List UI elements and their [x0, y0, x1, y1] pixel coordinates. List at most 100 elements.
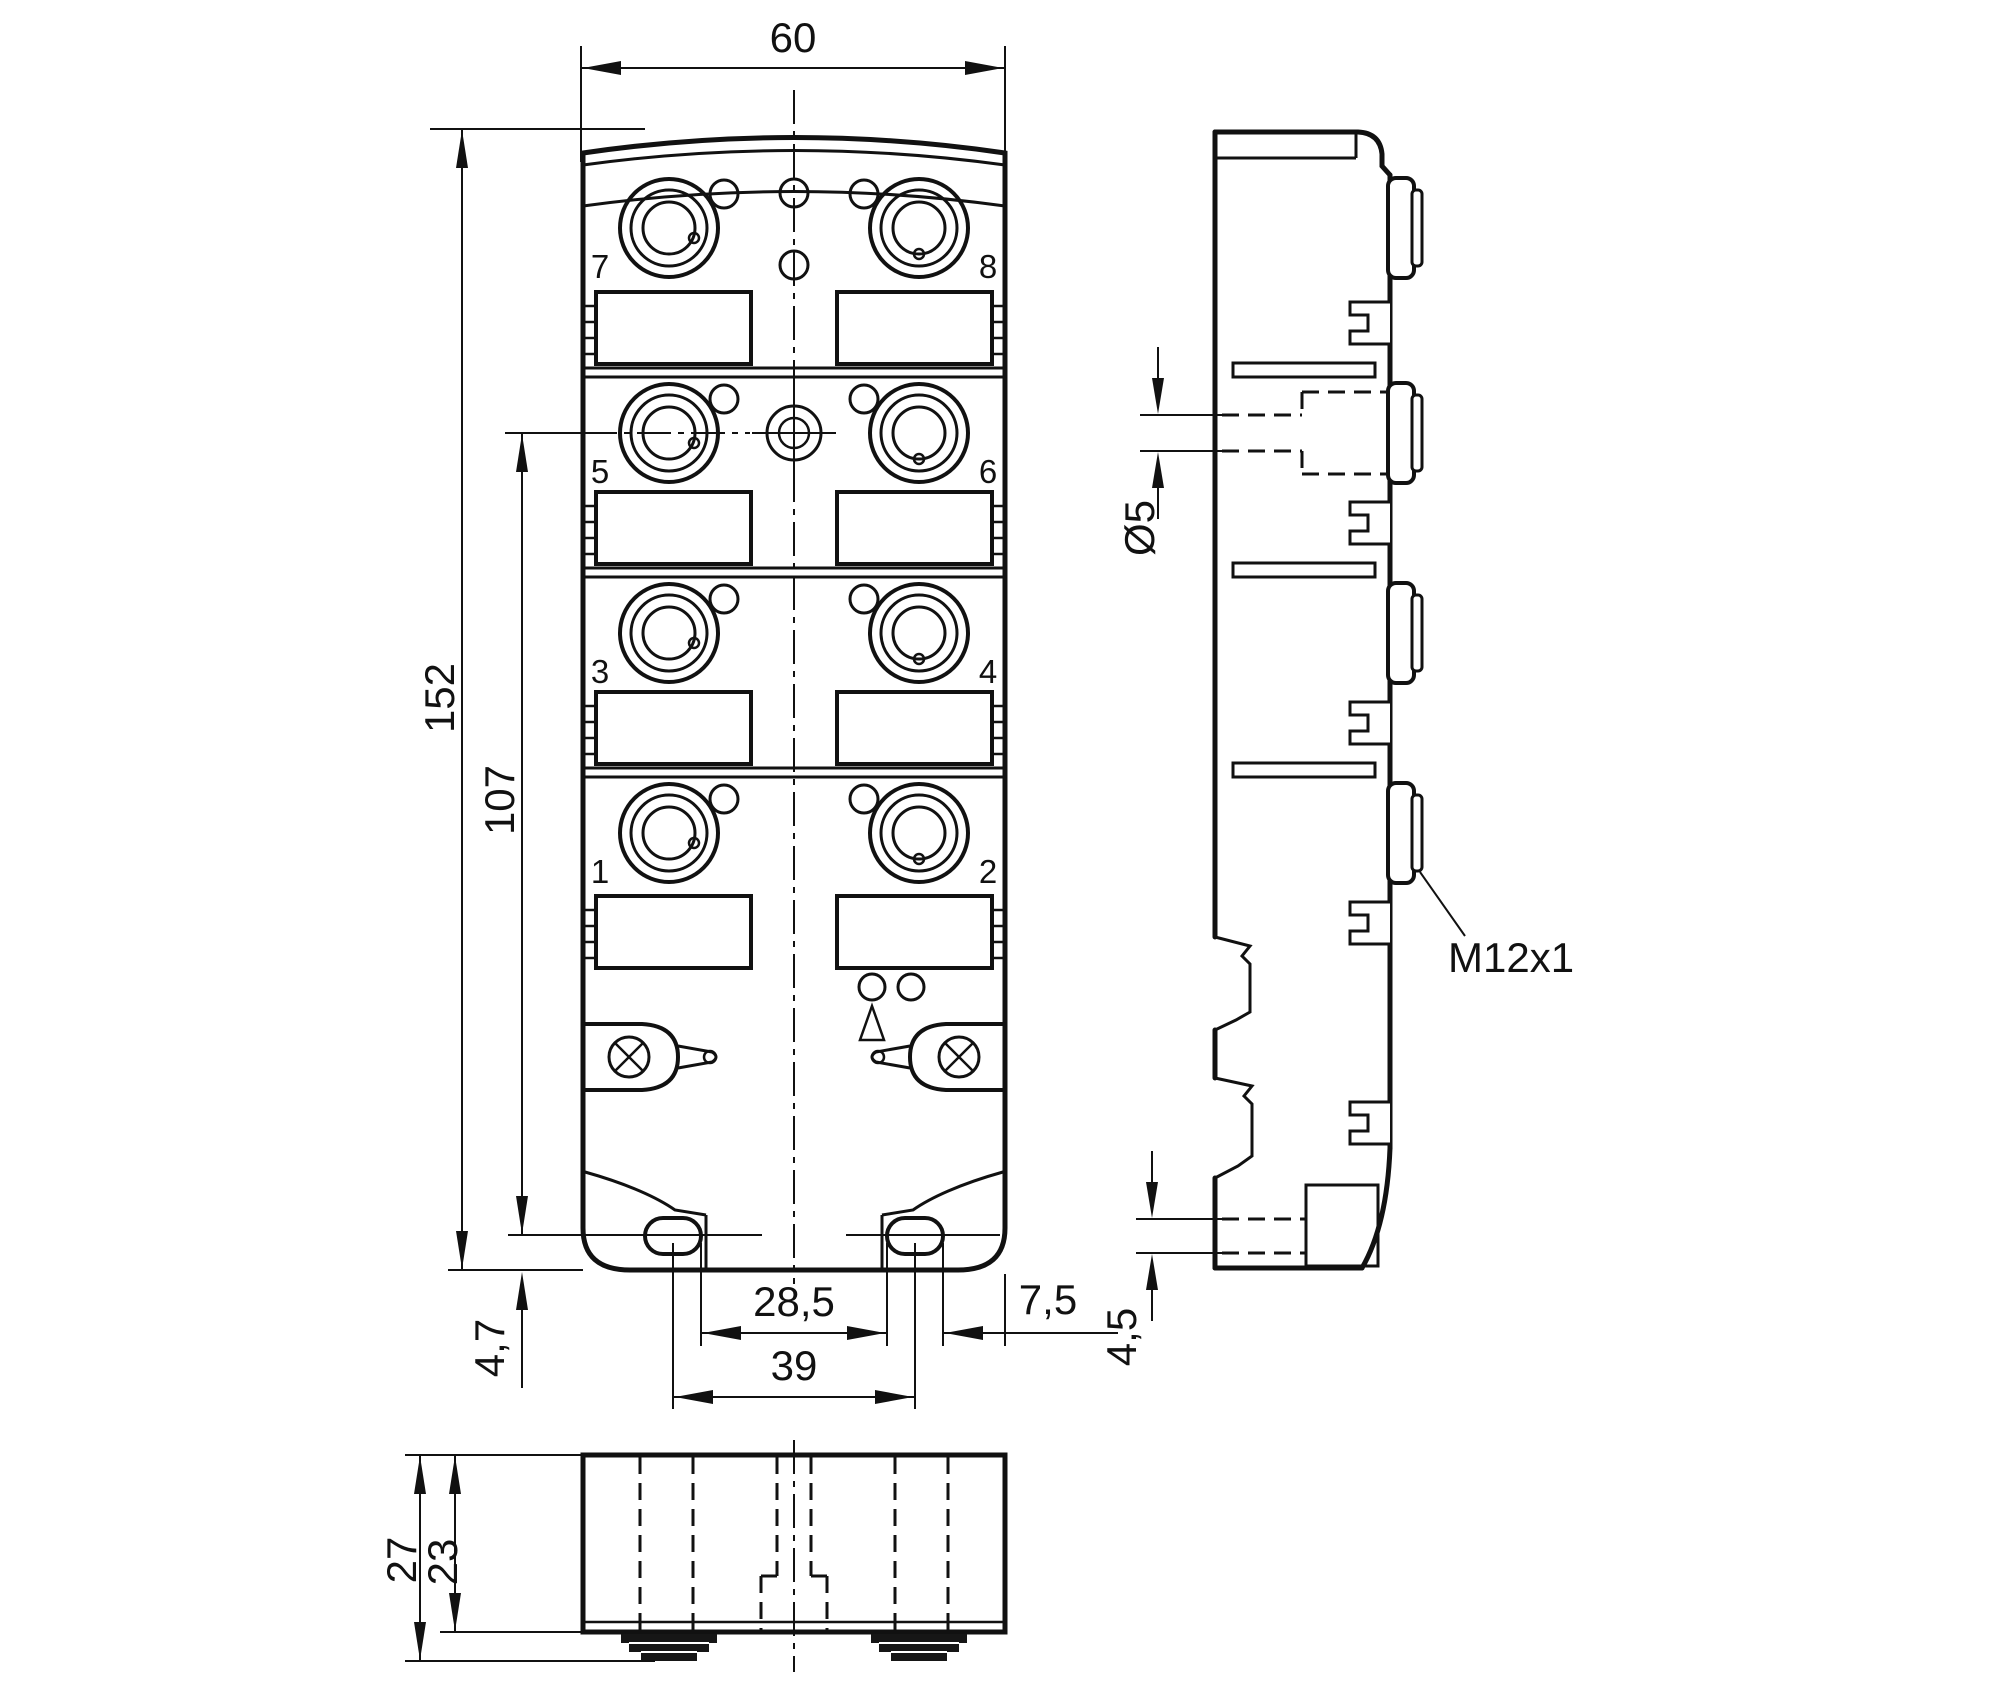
plate-ticks [585, 504, 1003, 556]
rail-notch [1214, 1076, 1255, 1180]
side-m12-bump [1386, 581, 1424, 685]
dimension-hole-height-107: 107 [476, 432, 750, 1235]
side-slot-pocket [1304, 1183, 1380, 1268]
m12-socket-6 [868, 382, 970, 484]
side-top-edge [1212, 129, 1393, 178]
led-indicator [848, 583, 880, 615]
m12-bump-bottom [621, 1634, 717, 1661]
port-8-label: 8 [979, 248, 997, 285]
side-m12-bump [1386, 176, 1424, 280]
clip [1348, 300, 1390, 346]
status-led [896, 972, 926, 1002]
dimension-width-60: 60 [580, 14, 1006, 162]
dim-depth-total-label: 27 [378, 1537, 425, 1584]
bottom-connector-bumps [621, 1634, 967, 1661]
bottom-pockets [508, 1170, 1004, 1268]
plate-ticks [585, 304, 1003, 356]
grounding-lug-right [870, 1022, 1005, 1092]
label-plate [835, 690, 994, 766]
dim-depth-body-label: 23 [419, 1539, 466, 1586]
port-3-label: 3 [591, 653, 609, 690]
status-led [857, 972, 887, 1002]
port-row-5-6: 5 6 [585, 382, 1003, 566]
port-1-label: 1 [591, 853, 609, 890]
dim-front-width-label: 60 [770, 14, 817, 61]
plate-ticks [585, 908, 1003, 960]
m12-socket-2 [868, 782, 970, 884]
led-indicator [708, 383, 740, 415]
ground-screw-icon [607, 1035, 651, 1079]
bottom-hidden-edges [638, 1457, 950, 1630]
dim-hole-dia-label: Ø5 [1116, 500, 1163, 556]
label-plate [594, 490, 753, 566]
led-indicator [848, 383, 880, 415]
keyway-notch [687, 436, 701, 450]
bottom-view: 27 23 [378, 1440, 1008, 1672]
dim-hole-height-label: 107 [476, 765, 523, 835]
side-view: Ø5 4,5 M12x1 [1098, 129, 1574, 1366]
status-led-top [778, 177, 810, 209]
port-row-7-8: 7 8 [585, 177, 1003, 366]
label-plate [835, 894, 994, 970]
label-plate [835, 490, 994, 566]
port-4-label: 4 [979, 653, 997, 690]
side-m12-connectors [1386, 176, 1424, 885]
ground-screw-icon [937, 1035, 981, 1079]
keyway-notch [687, 836, 701, 850]
pointer-triangle-icon [858, 1002, 886, 1042]
label-plate [594, 894, 753, 970]
side-front-curve [1359, 1145, 1393, 1271]
m12-socket-1 [618, 782, 720, 884]
grounding-lug-left [583, 1022, 718, 1092]
m12-socket-7 [618, 177, 720, 279]
dim-front-height-label: 152 [416, 663, 463, 733]
led-indicator [708, 583, 740, 615]
side-m12-bump [1386, 781, 1424, 885]
side-mounting-clips [1348, 300, 1390, 1146]
keyway-notch [912, 852, 926, 866]
dimension-slot-bottom-4-7: 4,7 [466, 1272, 528, 1388]
dimension-hole-dia: Ø5 [1116, 347, 1222, 556]
clip [1348, 500, 1390, 546]
hidden-hole [1222, 390, 1386, 476]
dim-slot-depth-label: 4,5 [1098, 1308, 1145, 1366]
divider-panel [1231, 561, 1377, 579]
clip [1348, 700, 1390, 746]
keyway-notch [912, 452, 926, 466]
port-7-label: 7 [591, 248, 609, 285]
dim-slot-bottom-label: 4,7 [466, 1319, 513, 1377]
port-6-label: 6 [979, 453, 997, 490]
led-indicator [848, 178, 880, 210]
thread-callout: M12x1 [1419, 871, 1574, 981]
led-indicator [708, 783, 740, 815]
lug-tip [702, 1049, 718, 1065]
divider-panel [1231, 761, 1377, 779]
keyway-notch [687, 636, 701, 650]
label-plate [835, 290, 994, 366]
side-m12-bump [1386, 381, 1424, 485]
keyway-notch [687, 231, 701, 245]
mounting-hole [752, 391, 836, 475]
front-view: 7 8 5 6 [416, 14, 1118, 1409]
front-body-outline [580, 135, 1008, 1273]
dim-slot-edge-label: 7,5 [1019, 1276, 1077, 1323]
plate-ticks [585, 704, 1003, 756]
dimension-height-152: 152 [416, 128, 645, 1271]
section-dividers [583, 366, 1005, 779]
dim-slot-inner-label: 28,5 [753, 1278, 835, 1325]
label-plate [594, 690, 753, 766]
dimension-slot-spacing: 28,5 39 7,5 [672, 1243, 1118, 1409]
lug-tip [870, 1049, 886, 1065]
m12-socket-4 [868, 582, 970, 684]
port-row-1-2: 1 2 [585, 782, 1003, 970]
m12-bump-bottom [871, 1634, 967, 1661]
keyway-notch [912, 247, 926, 261]
port-row-3-4: 3 4 [585, 582, 1003, 766]
clip [1348, 1100, 1390, 1146]
clip [1348, 900, 1390, 946]
divider-panel [1231, 361, 1377, 379]
port-2-label: 2 [979, 853, 997, 890]
m12-socket-8 [868, 177, 970, 279]
